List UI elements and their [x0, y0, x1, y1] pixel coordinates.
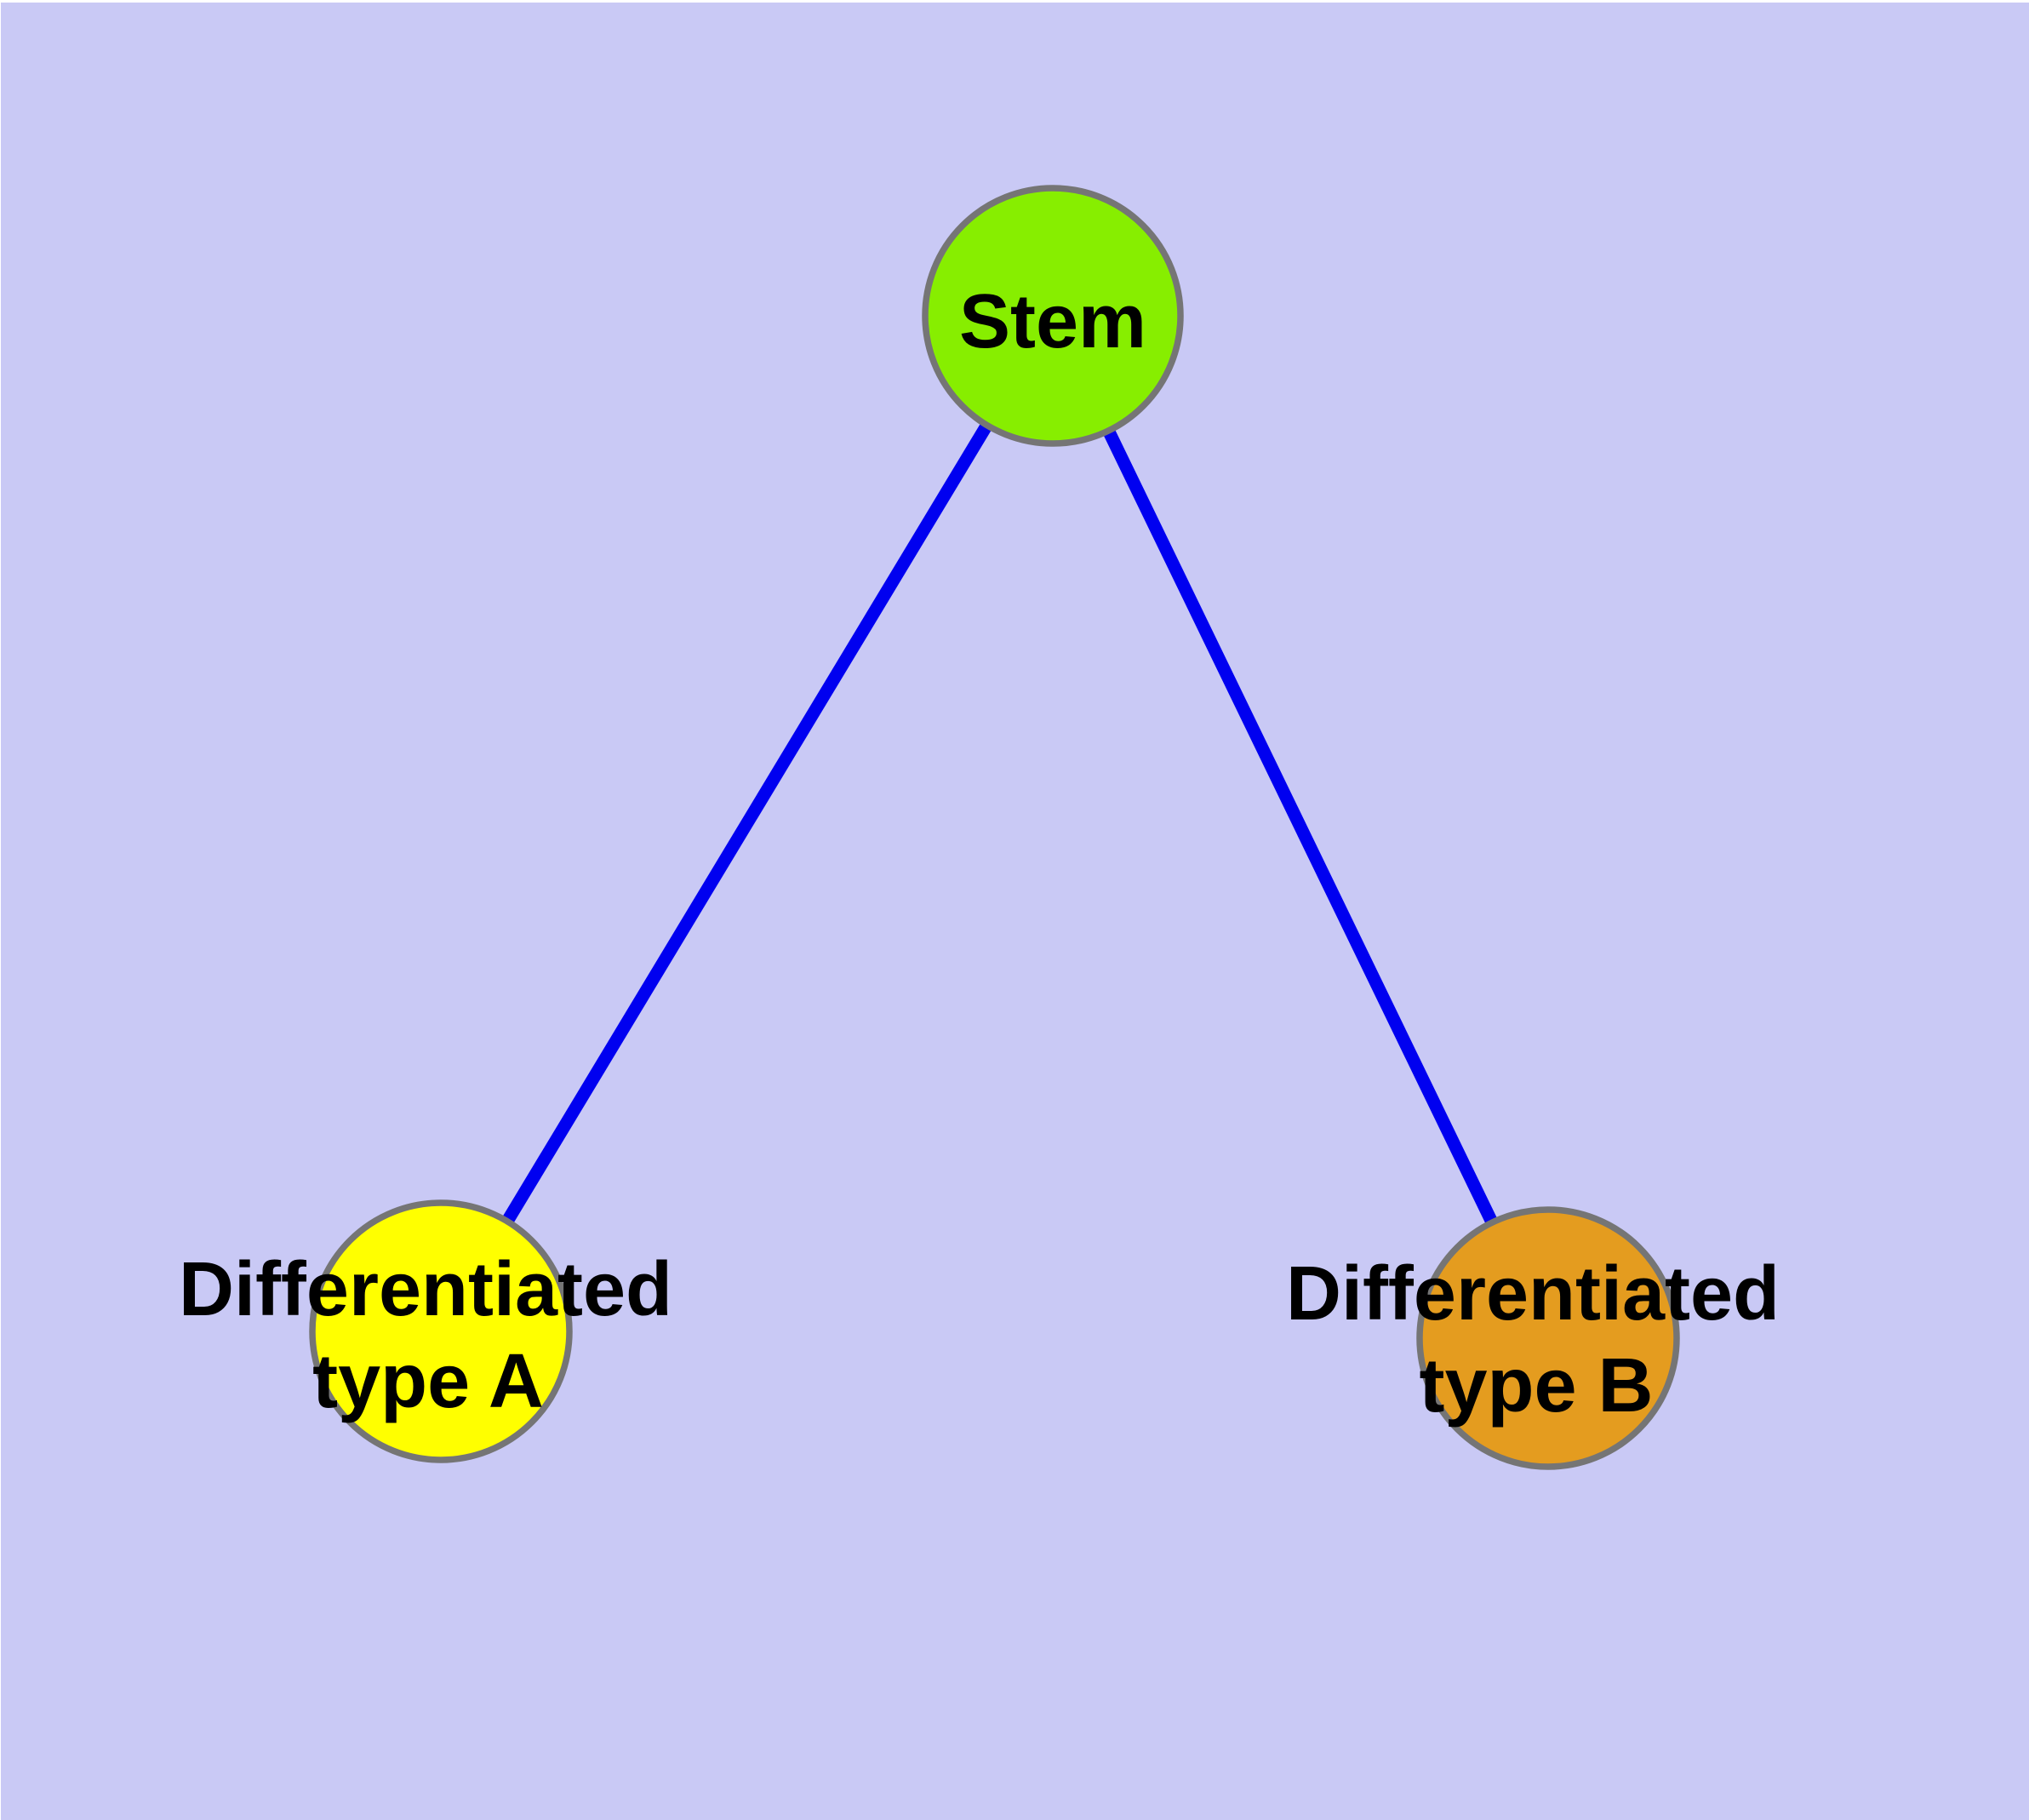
- node-stem: [922, 185, 1184, 447]
- node-type-b-label-line2: type B: [1419, 1343, 1653, 1428]
- edge-stem-to-type-b: [1047, 312, 1554, 1342]
- node-differentiated-type-b: [1416, 1206, 1680, 1470]
- node-differentiated-type-a: [309, 1199, 573, 1463]
- node-stem-label: Stem: [959, 279, 1146, 364]
- edge-stem-to-type-a: [435, 312, 1059, 1335]
- node-type-b-label-line1: Differentiated: [1286, 1251, 1780, 1336]
- node-type-a-label-line1: Differentiated: [179, 1247, 672, 1332]
- node-type-a-label-line2: type A: [312, 1339, 544, 1424]
